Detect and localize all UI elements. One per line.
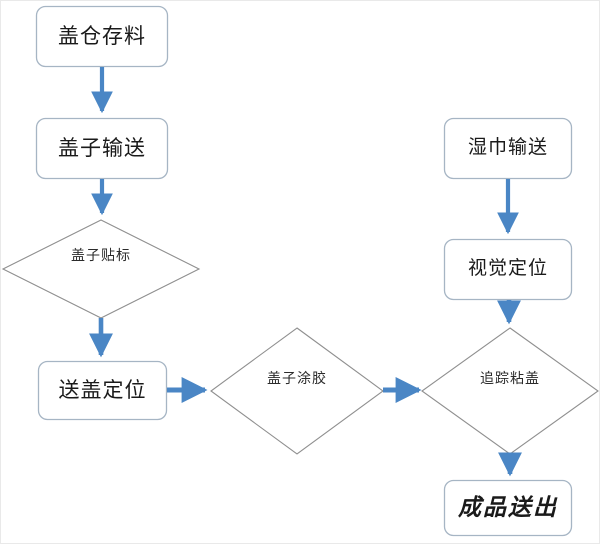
node-gaizishusong[interactable]: [36, 118, 168, 179]
node-shijinshusong[interactable]: [444, 118, 572, 179]
node-shape-gaicangcunliao[interactable]: [35, 5, 169, 68]
node-gaizitujiao[interactable]: [211, 328, 383, 454]
node-shijuedingwei[interactable]: [444, 239, 572, 300]
node-shape-songgaidingwei[interactable]: [37, 360, 168, 421]
node-shape-gaizitujiao[interactable]: [210, 327, 384, 455]
node-zhuizongzhangai[interactable]: [422, 328, 598, 454]
node-chengpinsongchu[interactable]: [444, 480, 572, 536]
node-shape-shijinshusong[interactable]: [443, 117, 573, 180]
node-shape-gaizishusong[interactable]: [35, 117, 169, 180]
node-shape-shijuedingwei[interactable]: [443, 238, 573, 301]
node-shape-chengpinsongchu[interactable]: [443, 479, 573, 537]
node-songgaidingwei[interactable]: [38, 361, 167, 420]
node-gaicangcunliao[interactable]: [36, 6, 168, 67]
node-gaizitiebiao[interactable]: [3, 220, 199, 318]
